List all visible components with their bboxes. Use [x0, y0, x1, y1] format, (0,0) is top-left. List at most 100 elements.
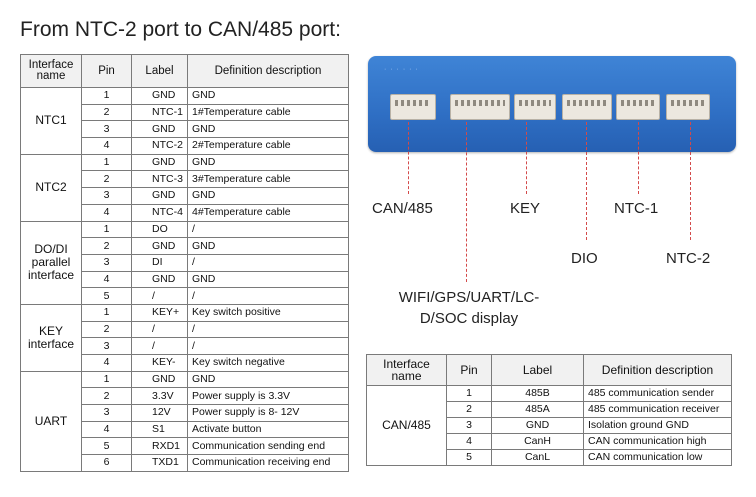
- desc-cell: 1#Temperature cable: [187, 103, 349, 122]
- desc-cell: /: [187, 320, 349, 339]
- pin-cell: 3: [81, 253, 132, 272]
- pin-cell: 2: [81, 237, 132, 255]
- connector-can485: [390, 94, 436, 120]
- silkscreen-text: · · · · · ·: [384, 66, 419, 73]
- label-cell: /: [131, 320, 188, 339]
- desc-cell: 485 communication sender: [583, 385, 732, 402]
- column-header: Interface name: [366, 354, 447, 386]
- desc-cell: /: [187, 253, 349, 272]
- desc-cell: GND: [187, 153, 349, 172]
- table-row: 5//: [21, 287, 349, 305]
- label-cell: NTC-1: [131, 103, 188, 122]
- desc-cell: Communication receiving end: [187, 454, 349, 472]
- label-cell: 485B: [491, 385, 584, 402]
- desc-cell: 4#Temperature cable: [187, 203, 349, 222]
- label-cell: 485A: [491, 401, 584, 418]
- label-cell: 12V: [131, 404, 188, 422]
- label-cell: GND: [131, 87, 188, 105]
- pin-cell: 2: [81, 387, 132, 406]
- desc-cell: GND: [187, 187, 349, 205]
- pin-cell: 1: [81, 370, 132, 389]
- desc-cell: CAN communication high: [583, 433, 732, 450]
- desc-cell: 2#Temperature cable: [187, 137, 349, 155]
- label-cell: KEY-: [131, 354, 188, 372]
- desc-cell: GND: [187, 370, 349, 389]
- pin-cell: 2: [81, 320, 132, 339]
- leader-line-key: [526, 122, 527, 194]
- pin-cell: 2: [81, 170, 132, 189]
- label-cell: GND: [131, 370, 188, 389]
- desc-cell: Key switch positive: [187, 303, 349, 322]
- label-cell: CanH: [491, 433, 584, 450]
- label-cell: DO: [131, 220, 188, 239]
- label-can485: CAN/485: [372, 200, 433, 217]
- column-header: Pin: [446, 354, 492, 386]
- label-cell: /: [131, 337, 188, 355]
- pin-cell: 3: [81, 404, 132, 422]
- label-cell: GND: [131, 153, 188, 172]
- column-header: Definition description: [187, 54, 349, 88]
- label-cell: GND: [131, 270, 188, 289]
- column-header: Interface name: [20, 54, 82, 88]
- column-header: Label: [491, 354, 584, 386]
- page-title: From NTC-2 port to CAN/485 port:: [20, 18, 341, 41]
- column-header: Definition description: [583, 354, 732, 386]
- leader-line-dio: [586, 122, 587, 240]
- pin-cell: 1: [446, 385, 492, 402]
- pin-cell: 1: [81, 303, 132, 322]
- label-cell: /: [131, 287, 188, 305]
- label-cell: S1: [131, 420, 188, 439]
- table-row: 2//: [21, 320, 349, 339]
- label-key: KEY: [510, 200, 541, 217]
- label-dio: DIO: [571, 250, 598, 267]
- interface-name-cell: CAN/485: [366, 385, 447, 466]
- pin-cell: 2: [81, 103, 132, 122]
- desc-cell: Key switch negative: [187, 354, 349, 372]
- desc-cell: Power supply is 8- 12V: [187, 404, 349, 422]
- interface-name-cell: DO/DI parallel interface: [20, 220, 82, 305]
- pin-cell: 4: [81, 354, 132, 372]
- column-header: Label: [131, 54, 188, 88]
- label-cell: 3.3V: [131, 387, 188, 406]
- desc-cell: Power supply is 3.3V: [187, 387, 349, 406]
- connector-wifi: [450, 94, 510, 120]
- desc-cell: Isolation ground GND: [583, 417, 732, 434]
- desc-cell: 485 communication receiver: [583, 401, 732, 418]
- pin-cell: 3: [81, 337, 132, 355]
- label-ntc2: NTC-2: [666, 250, 711, 267]
- desc-cell: /: [187, 220, 349, 239]
- pin-cell: 4: [446, 433, 492, 450]
- label-cell: GND: [131, 237, 188, 255]
- interface-name-cell: NTC2: [20, 153, 82, 222]
- connector-dio: [562, 94, 612, 120]
- label-cell: KEY+: [131, 303, 188, 322]
- pin-cell: 5: [81, 287, 132, 305]
- pin-cell: 1: [81, 153, 132, 172]
- leader-line-ntc1: [638, 122, 639, 194]
- label-ntc1: NTC-1: [614, 200, 659, 217]
- pin-cell: 5: [446, 449, 492, 466]
- pin-cell: 3: [81, 187, 132, 205]
- leader-line-can485: [408, 122, 409, 194]
- desc-cell: GND: [187, 87, 349, 105]
- desc-cell: Communication sending end: [187, 437, 349, 456]
- pin-cell: 3: [446, 417, 492, 434]
- pin-cell: 5: [81, 437, 132, 456]
- connector-ntc2: [666, 94, 710, 120]
- label-cell: DI: [131, 253, 188, 272]
- device-photo: · · · · · ·: [368, 56, 736, 152]
- desc-cell: GND: [187, 120, 349, 139]
